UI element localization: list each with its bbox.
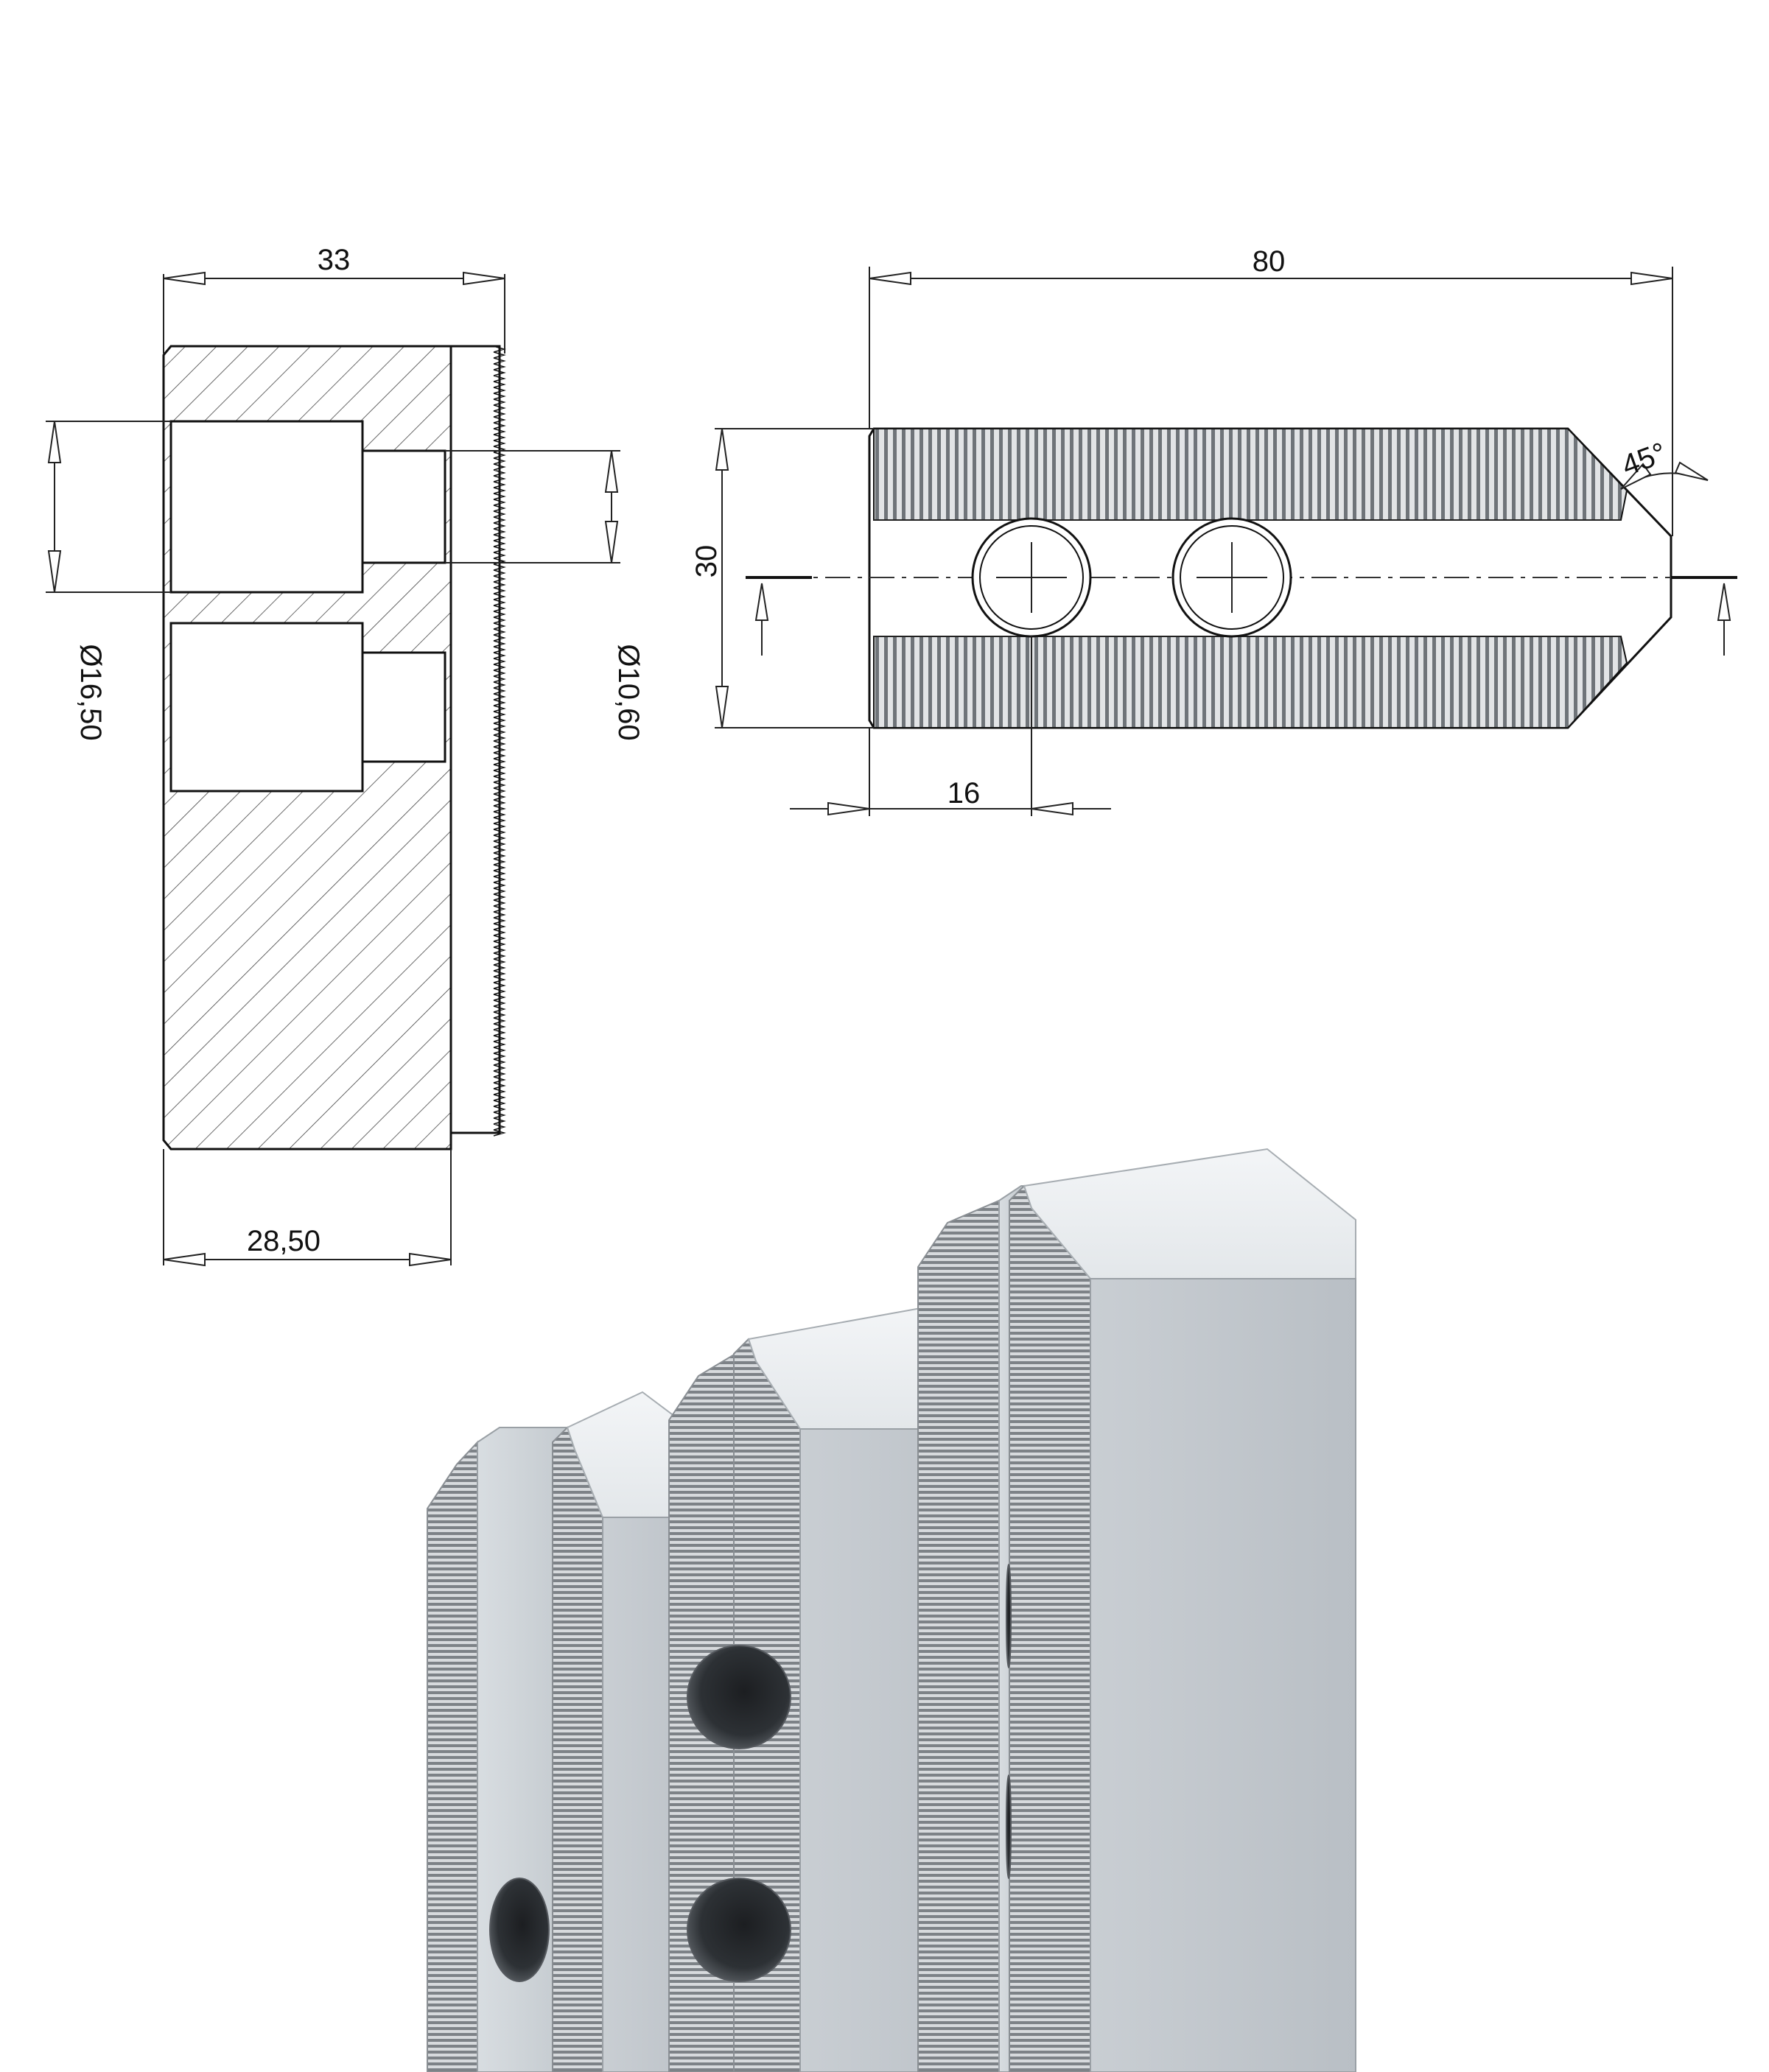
jaw-front-serration [1009,1184,1091,2072]
dim-angle: 45° [1618,437,1671,482]
dim-hole-offset: 16 [947,777,981,810]
lower-bore [169,622,446,793]
jaw-side-serration [427,1440,478,2072]
section-serration-strip [449,345,501,1134]
dim-height: 30 [690,545,723,578]
jaw-side-serration [917,1199,1000,2072]
jaw-mount-hole [687,1645,791,1749]
front-serration-lower [873,636,1628,728]
jaw-mount-hole [1006,1774,1012,1879]
jaw-front-serration [552,1426,603,2072]
front-view: 80 30 16 45° [690,245,1737,816]
jaw-mount-hole [687,1878,791,1982]
jaw-top-face [1023,1148,1356,1279]
jaw-mount-hole [489,1878,550,1982]
front-serration-upper [873,428,1628,521]
upper-bore [169,420,446,594]
dim-width-top: 33 [318,244,351,276]
jaw-front-face [1090,1278,1356,2072]
dim-width-bottom: 28,50 [247,1225,320,1257]
front-hole-1 [971,517,1092,638]
dim-length: 80 [1253,245,1286,278]
front-hole-2 [1171,517,1292,638]
dim-bore-left: Ø16,50 [74,644,107,740]
jaw-render [427,1148,1356,2072]
section-view: 33 28,50 Ø16,50 Ø10,60 [46,244,645,1267]
jaw-3 [917,1148,1356,2072]
jaw-mount-hole [1006,1564,1012,1668]
dim-bore-right: Ø10,60 [612,644,645,740]
